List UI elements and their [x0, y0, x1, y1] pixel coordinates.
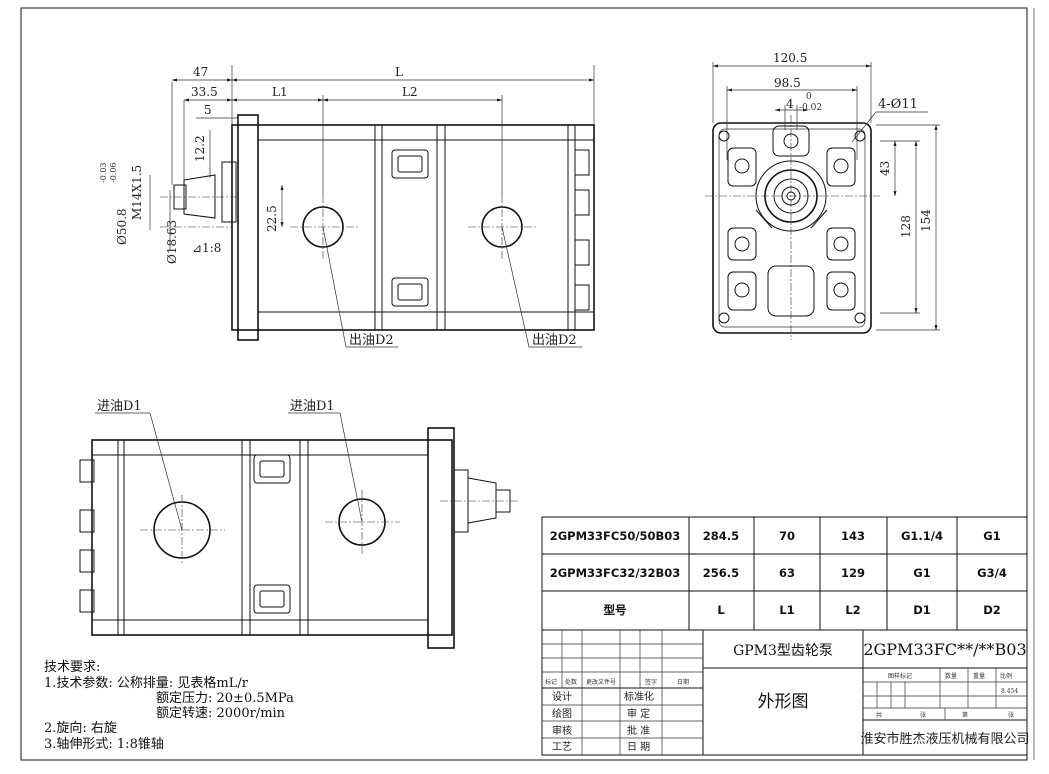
title-block: 标记 处数 更改文件号 签字 日期 设计 标准化 绘图 审 定 审核 批 准 工…	[541, 629, 1030, 756]
tb-weight: 重量	[973, 672, 985, 680]
tb-date: 日 期	[627, 741, 650, 753]
dim-m14: M14X1.5	[130, 165, 144, 220]
notes-line2: 额定压力: 20±0.5MPa	[156, 691, 294, 706]
notes-line4: 2.旋向: 右旋	[44, 720, 117, 736]
tb-design: 设计	[552, 690, 572, 703]
dim-22-5: 22.5	[265, 205, 279, 232]
spec-r0-c3: 143	[841, 529, 865, 543]
tb-draw: 绘图	[552, 707, 572, 720]
dim-128: 128	[899, 215, 913, 238]
tb-sheet-unit: 张	[1008, 711, 1014, 719]
notes-heading: 技术要求:	[44, 660, 100, 675]
dim-154: 154	[919, 209, 933, 232]
bottom-view: 进油D1 进油D1	[79, 399, 520, 649]
dim-phi18: Ø18.63	[165, 220, 179, 264]
notes-line5: 3.轴伸形式: 1:8锥轴	[44, 737, 164, 752]
spec-r0-c1: 284.5	[703, 529, 739, 543]
sheet-border	[20, 7, 1028, 761]
dim-L: L	[395, 65, 403, 79]
rev-header-2: 更改文件号	[586, 678, 616, 686]
inlet-label-2: 进油D1	[290, 399, 335, 414]
rev-header-1: 处数	[565, 678, 577, 686]
dim-phi50: Ø50.8	[115, 208, 129, 245]
dim-12-2: 12.2	[193, 135, 207, 162]
notes-line1: 1.技术参数: 公称排量: 见表格mL/r	[44, 675, 249, 691]
tb-check: 审核	[552, 724, 572, 737]
notes-line3: 额定转速: 2000r/min	[156, 706, 286, 721]
spec-r1-c4: G1	[913, 566, 930, 580]
spec-r2-c1: L	[717, 603, 725, 617]
front-view: 47 L 33.5 5 L1 L2 12.2 -0.03 -0.06 M14X1…	[99, 65, 595, 348]
dim-tol-upper: -0.03	[99, 162, 108, 183]
company-name: 淮安市胜杰液压机械有限公司	[860, 731, 1029, 747]
inlet-label-1: 进油D1	[97, 399, 142, 414]
tb-process: 工艺	[552, 741, 572, 753]
dim-taper: ⊿1:8	[192, 241, 221, 255]
tb-stage-mark: 图样标记	[888, 672, 912, 680]
tb-standardize: 标准化	[624, 690, 654, 703]
tb-approve: 批 准	[627, 724, 650, 737]
spec-r1-c2: 63	[779, 566, 795, 580]
tol-lower: -0.02	[799, 103, 822, 113]
rev-header-0: 标记	[545, 678, 557, 686]
spec-r0-c5: G1	[983, 529, 1000, 543]
dim-43: 43	[878, 161, 892, 176]
spec-r2-c2: L1	[779, 603, 794, 617]
dim-98-5: 98.5	[774, 76, 801, 90]
spec-r1-c0: 2GPM33FC32/32B03	[550, 566, 681, 580]
dim-tol-lower: -0.06	[109, 162, 118, 183]
dim-120-5: 120.5	[773, 51, 807, 65]
outlet-label-1: 出油D2	[349, 333, 394, 348]
side-view: 120.5 98.5 4 0 -0.02 4-Ø11 43 128 154	[705, 51, 940, 340]
dim-L1: L1	[272, 85, 288, 99]
tb-sheets: 张	[920, 711, 926, 719]
spec-r2-c3: L2	[845, 603, 860, 617]
spec-r0-c0: 2GPM33FC50/50B03	[550, 529, 681, 543]
rev-header-3: 签字	[645, 678, 657, 686]
spec-r2-c4: D1	[913, 603, 931, 617]
dim-L2: L2	[402, 85, 418, 99]
spec-r0-c4: G1.1/4	[901, 529, 943, 543]
tol-upper: 0	[806, 92, 812, 102]
dim-5: 5	[204, 103, 212, 117]
drawing-name: 外形图	[758, 692, 809, 712]
spec-r2-c0: 型号	[604, 603, 627, 617]
dim-47: 47	[193, 65, 208, 79]
tb-sheet-no: 第	[962, 711, 968, 719]
dim-4: 4	[786, 97, 794, 111]
tb-total: 共	[876, 711, 882, 719]
rev-header-4: 日期	[677, 678, 689, 686]
model-code: 2GPM33FC**/**B03	[863, 640, 1026, 659]
tb-quantity: 数量	[945, 672, 957, 680]
tb-review: 审 定	[627, 707, 650, 720]
product-name: GPM3型齿轮泵	[733, 643, 833, 659]
dim-holes: 4-Ø11	[878, 97, 918, 112]
spec-r2-c5: D2	[983, 603, 1001, 617]
tb-scale-value: 8.454	[1001, 688, 1018, 695]
dim-33-5: 33.5	[191, 85, 218, 99]
spec-r0-c2: 70	[779, 529, 795, 543]
spec-table: 2GPM33FC50/50B03 284.5 70 143 G1.1/4 G1 …	[541, 516, 1028, 631]
tb-scale: 比例	[1000, 672, 1012, 680]
spec-r1-c5: G3/4	[977, 566, 1007, 580]
outlet-label-2: 出油D2	[532, 333, 577, 348]
spec-r1-c3: 129	[841, 566, 865, 580]
tech-notes: 技术要求: 1.技术参数: 公称排量: 见表格mL/r 额定压力: 20±0.5…	[44, 660, 294, 752]
spec-r1-c1: 256.5	[703, 566, 739, 580]
